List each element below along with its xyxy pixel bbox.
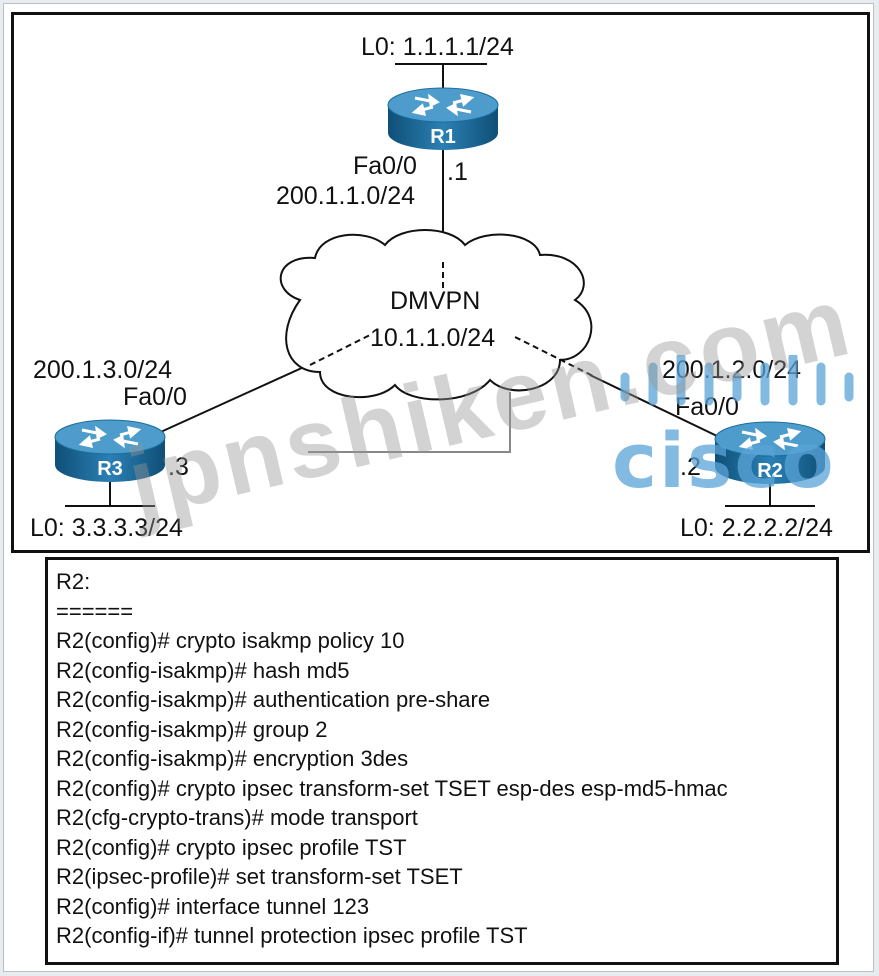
cisco-logo-text: cisco — [612, 416, 836, 495]
r3-interface-label: Fa0/0 — [123, 383, 187, 411]
router-r1-arrows-icon — [411, 93, 475, 117]
router-r3-arrows-icon — [78, 425, 142, 449]
tunnel-r2-dashed — [514, 336, 596, 378]
config-line: R2(config)# crypto isakmp policy 10 — [56, 628, 405, 653]
cisco-logo: cisco — [612, 355, 854, 495]
config-line: R2(config)# crypto ipsec transform-set T… — [56, 775, 728, 801]
config-line: R2(config-isakmp)# hash md5 — [56, 657, 350, 683]
r3-host-label: .3 — [168, 453, 189, 481]
router-r3-name: R3 — [97, 458, 123, 480]
cisco-bridge-logo-icon — [620, 355, 854, 406]
config-line: R2(config-if)# tunnel protection ipsec p… — [56, 923, 528, 948]
r1-subnet-label: 200.1.1.0/24 — [276, 182, 416, 210]
tunnel-r3-dashed — [309, 334, 371, 366]
topology-drawing: R1 R3 R2 — [54, 63, 826, 507]
r1-interface-label: Fa0/0 — [353, 152, 417, 180]
config-line: R2(ipsec-profile)# set transform-set TSE… — [56, 864, 463, 889]
r3-loopback-label: L0: 3.3.3.3/24 — [30, 514, 183, 542]
cloud-name-label: DMVPN — [390, 287, 481, 315]
config-line: R2(cfg-crypto-trans)# mode transport — [56, 805, 418, 830]
router-r2[interactable]: R2 — [714, 421, 826, 484]
dmvpn-cloud — [279, 229, 593, 401]
cloud-bracket — [308, 392, 511, 453]
link-r3-cloud — [142, 361, 316, 441]
config-panel: R2: ====== R2(config)# crypto isakmp polic… — [45, 557, 839, 965]
router-r2-arrows-icon — [738, 427, 802, 451]
r1-host-label: .1 — [447, 158, 468, 186]
cloud-subnet-label: 10.1.1.0/24 — [370, 324, 496, 352]
r3-subnet-label: 200.1.3.0/24 — [33, 356, 173, 384]
config-line: R2(config-isakmp)# authentication pre-sh… — [56, 687, 491, 712]
router-r3[interactable]: R3 — [54, 419, 166, 482]
config-line: R2: — [56, 569, 91, 594]
config-line: ====== — [56, 598, 134, 624]
r1-loopback-label: L0: 1.1.1.1/24 — [361, 33, 514, 61]
config-line: R2(config-isakmp)# group 2 — [56, 716, 328, 742]
config-line: R2(config)# interface tunnel 123 — [56, 893, 370, 919]
r2-loopback-label: L0: 2.2.2.2/24 — [680, 514, 833, 542]
r2-host-label: .2 — [680, 453, 701, 481]
router-r1[interactable]: R1 — [387, 87, 499, 150]
config-line: R2(config)# crypto ipsec profile TST — [56, 834, 407, 860]
router-r1-name: R1 — [430, 126, 456, 148]
config-line: R2(config-isakmp)# encryption 3des — [56, 746, 409, 771]
router-r2-name: R2 — [757, 460, 783, 482]
